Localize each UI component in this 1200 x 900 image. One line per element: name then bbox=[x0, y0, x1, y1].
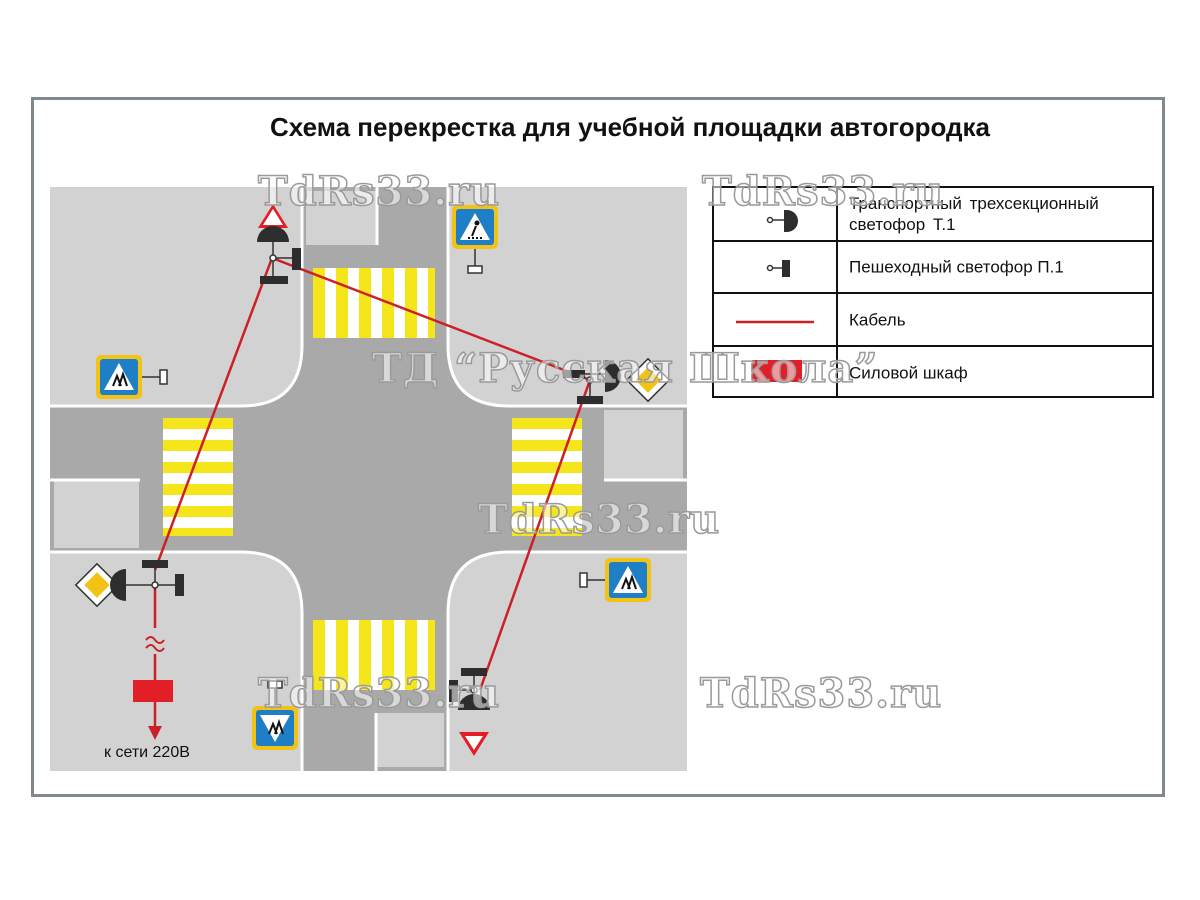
traffic-light-group-right bbox=[563, 357, 671, 404]
children-crossing-sign-icon bbox=[252, 680, 298, 750]
legend-row-power-cabinet: Силовой шкаф bbox=[714, 347, 1152, 398]
road-edge-lines bbox=[50, 187, 687, 771]
priority-road-sign-icon bbox=[74, 562, 120, 608]
legend-symbol-cell bbox=[714, 347, 838, 398]
legend-label: Пешеходный светофор П.1 bbox=[849, 257, 1064, 277]
legend-row-transport-signal: Транспортный трехсекционный светофор Т.1 bbox=[714, 188, 1152, 242]
transport-signal-icon bbox=[110, 569, 126, 601]
legend-symbol-cell bbox=[714, 242, 838, 292]
transport-signal-icon bbox=[458, 694, 490, 710]
pedestrian-signal-icon bbox=[577, 396, 603, 404]
legend-symbol-cell bbox=[714, 294, 838, 345]
cable-break-icon bbox=[145, 636, 165, 652]
legend-row-cable: Кабель bbox=[714, 294, 1152, 347]
pedestrian-signal-icon bbox=[449, 680, 458, 702]
priority-road-sign-icon bbox=[625, 357, 671, 403]
pedestrian-signal-icon bbox=[260, 276, 288, 284]
legend-row-pedestrian-signal: Пешеходный светофор П.1 bbox=[714, 242, 1152, 294]
lane-dividers bbox=[50, 187, 687, 771]
traffic-light-group-left bbox=[74, 560, 184, 608]
pedestrian-signal-icon bbox=[175, 574, 184, 596]
children-crossing-sign-icon bbox=[579, 558, 651, 602]
traffic-light-group-top bbox=[257, 204, 301, 284]
legend-label: Кабель bbox=[849, 310, 906, 329]
legend-symbol-cell bbox=[714, 188, 838, 240]
legend-table: Транспортный трехсекционный светофор Т.1… bbox=[712, 186, 1154, 398]
diagram-title: Схема перекрестка для учебной площадки а… bbox=[270, 112, 990, 142]
power-source-label: к сети 220В bbox=[104, 744, 190, 761]
pedestrian-signal-icon bbox=[766, 260, 790, 277]
pedestrian-signal-icon bbox=[461, 668, 487, 676]
power-cabinet bbox=[133, 680, 173, 702]
crosswalk-top bbox=[313, 268, 435, 338]
cable-lines bbox=[153, 256, 592, 691]
legend-label: Транспортный трехсекционный светофор Т.1 bbox=[849, 194, 1099, 234]
crosswalk-bottom bbox=[313, 620, 435, 690]
legend-label: Силовой шкаф bbox=[849, 363, 968, 382]
children-crossing-sign-icon bbox=[96, 355, 168, 399]
transport-signal-icon bbox=[605, 360, 621, 392]
cable-icon bbox=[736, 320, 814, 324]
transport-signal-icon bbox=[257, 226, 289, 242]
pedestrian-crossing-sign-icon bbox=[452, 205, 498, 274]
pedestrian-signal-icon bbox=[142, 560, 168, 568]
arrow-down-icon bbox=[148, 726, 162, 740]
transport-signal-icon bbox=[766, 210, 798, 232]
pedestrian-signal-icon bbox=[292, 248, 301, 270]
power-cabinet-icon bbox=[752, 360, 802, 382]
pedestrian-signal-icon bbox=[563, 370, 585, 378]
traffic-light-group-bottom bbox=[449, 668, 490, 756]
lane-squares bbox=[54, 191, 683, 767]
